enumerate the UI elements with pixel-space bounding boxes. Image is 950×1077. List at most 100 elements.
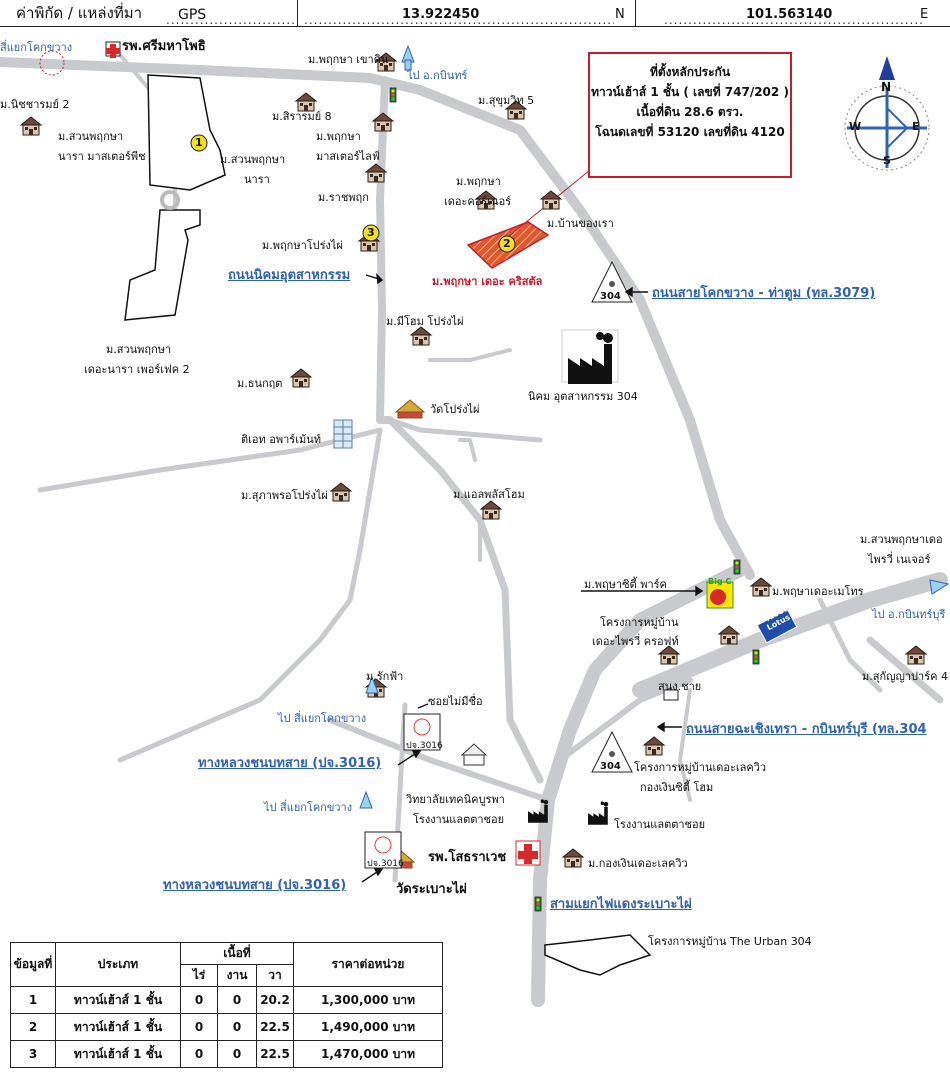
house-icon: [480, 500, 502, 520]
house-icon: [540, 190, 562, 210]
cell-wa: 22.5: [256, 1013, 294, 1041]
comparable-price-table: ข้อมูลที่ ประเภท เนื้อที่ ราคาต่อหน่วย ไ…: [10, 942, 443, 1068]
cell-type: ทาวน์เฮ้าส์ 1 ชั้น: [55, 1040, 181, 1068]
shield-304-label: 304: [600, 291, 621, 302]
place-label: โรงงานแลตตาชอย: [614, 818, 706, 831]
place-label: ม.รักฟ้า: [366, 670, 404, 683]
route-304-shield: [591, 260, 633, 303]
road-304-east: [632, 572, 948, 698]
compass-s: S: [883, 154, 891, 167]
suanpruk-perfect-outline: [124, 209, 201, 321]
latitude-value: 13.922450: [402, 7, 480, 22]
road-pj3016-label: ทางหลวงชนบทสาย (ปจ.3016): [163, 878, 347, 893]
col-header-wa: วา: [256, 964, 294, 987]
info-land-area: เนื้อที่ดิน 28.6 ตรว.: [636, 105, 744, 119]
place-label: เดอะนารา เพอร์เฟค 2: [84, 363, 190, 376]
road-304-south: [531, 563, 747, 1007]
place-label: โครงการหมู่บ้าน: [600, 616, 679, 629]
info-deed: โฉนดเลขที่ 53120 เลขที่ดิน 4120: [595, 125, 785, 139]
place-label: ม.บ้านของเรา: [547, 217, 614, 230]
suanpruk-nara-outline: [147, 74, 226, 191]
direction-khok-label: ไป สี่แยกโคกขวาง: [278, 712, 367, 725]
place-label: นารา: [244, 173, 270, 186]
direction-kabinburi-label: ไป อ.กบินทร์บุรี: [872, 608, 946, 621]
khok-khwang-junction: [39, 50, 65, 76]
place-label: โรงงานแลตตาชอย: [413, 813, 505, 826]
house-icon: [562, 848, 584, 868]
marker-1: [190, 134, 208, 152]
place-label: ม.สิรารมย์ 8: [272, 110, 332, 123]
dotted-line: .....................................: [166, 13, 294, 27]
cell-no: 1: [10, 986, 56, 1014]
road-chacheng-label: ถนนสายฉะเชิงเทรา - กบินทร์บุรี (ทล.304: [686, 722, 927, 737]
house-icon: [750, 577, 772, 597]
table-row: 1 ทาวน์เฮ้าส์ 1 ชั้น 0 0 20.2 1,300,000 …: [10, 986, 443, 1014]
col-header-no: ข้อมูลที่: [10, 942, 56, 987]
place-label: ม.สวนพฤกษา: [58, 130, 124, 143]
temple-rabao-label: วัดระเบาะไผ่: [396, 882, 467, 897]
marker-2-label: 2: [503, 237, 511, 250]
place-label: ติเอท อพาร์เม้นท์: [241, 433, 321, 446]
longitude-cell: ........................................…: [636, 0, 949, 27]
coord-label: ค่าพิกัด / แหล่งที่มา: [16, 4, 143, 22]
place-label: ม.สุภาพรอโปร่งไผ่: [241, 489, 328, 502]
traffic-light-icon: [733, 559, 741, 575]
compass-w: W: [849, 120, 862, 133]
direction-khok-label: สี่แยกโคกขวาง: [0, 41, 73, 54]
place-label: ม.สุกัญญาปาร์ค 4: [862, 670, 948, 683]
road-top-main: [0, 57, 755, 580]
traffic-light-icon: [389, 87, 397, 103]
place-label: ม.ธนกฤต: [237, 377, 283, 390]
place-label: โครงการหมู่บ้านเดอะเลควิว: [634, 761, 767, 774]
table-row: 3 ทาวน์เฮ้าส์ 1 ชั้น 0 0 22.5 1,470,000 …: [10, 1040, 443, 1068]
marker-1-label: 1: [195, 136, 203, 149]
col-header-price: ราคาต่อหน่วย: [293, 942, 443, 987]
factory-icon: [528, 799, 549, 823]
police-box-icon: [663, 689, 679, 701]
info-building: ทาวน์เฮ้าส์ 1 ชั้น ( เลขที่ 747/202 ): [591, 85, 789, 99]
longitude-value: 101.563140: [746, 7, 833, 22]
urban304-outline: [544, 934, 652, 976]
road-pj3016-label: ทางหลวงชนบทสาย (ปจ.3016): [198, 756, 382, 771]
compass-e: E: [912, 120, 920, 133]
factory-icon: [588, 801, 609, 825]
house-icon: [20, 116, 42, 136]
house-icon: [643, 736, 665, 756]
place-label: นารา มาสเตอร์พีช: [58, 150, 146, 163]
college-icon: [460, 743, 488, 766]
place-label: โครงการหมู่บ้าน The Urban 304: [648, 935, 812, 948]
source-value: GPS: [178, 7, 207, 23]
latitude-cell: ........................................…: [298, 0, 636, 27]
marker-3: [362, 224, 380, 242]
cell-type: ทาวน์เฮ้าส์ 1 ชั้น: [55, 986, 181, 1014]
apartment-icon: [333, 419, 353, 449]
shield-304-label: 304: [600, 761, 621, 772]
industrial-estate-icon: [561, 329, 619, 384]
compass-rose: [844, 56, 930, 171]
place-label: วัดโปร่งไผ่: [430, 403, 480, 416]
place-label: ม.แอลพลัสโฮม: [453, 488, 525, 501]
place-label: ม.มีโฮม โปร่งไผ่: [386, 315, 464, 328]
cell-wa: 22.5: [256, 1040, 294, 1068]
hospital-icon: [515, 840, 541, 866]
location-map: [0, 41, 950, 1007]
site-name-label: ม.พฤกษา เดอะ คริสตัล: [432, 275, 543, 288]
place-label: กองเงินซิตี้ โฮม: [640, 781, 714, 794]
cell-ngan: 0: [217, 1013, 257, 1041]
cell-ngan: 0: [217, 986, 257, 1014]
marker-2: [498, 235, 516, 253]
place-label: มาสเตอร์ไลฟ์: [316, 150, 380, 163]
cell-rai: 0: [180, 1040, 218, 1068]
place-label: ม.พฤกษา เขาดิน: [308, 53, 389, 66]
hospital-srimaha-label: รพ.ศรีมหาโพธิ: [122, 39, 206, 54]
place-label: วิทยาลัยเทคนิคบูรพา: [406, 793, 505, 806]
road-nikhom: [376, 76, 394, 424]
hospital-icon: [105, 41, 121, 58]
coord-source-cell: ค่าพิกัด / แหล่งที่มา ..................…: [0, 0, 298, 27]
house-icon: [718, 625, 740, 645]
place-label: ไพรวี่ เนเจอร์: [868, 553, 931, 566]
direction-kabin-label: ไป อ.กบินทร์: [407, 69, 468, 82]
place-label: นิคม อุตสาหกรรม 304: [528, 390, 638, 403]
road-nikhom-label: ถนนนิคมอุตสาหกรรม: [228, 268, 351, 283]
cell-wa: 20.2: [256, 986, 294, 1014]
